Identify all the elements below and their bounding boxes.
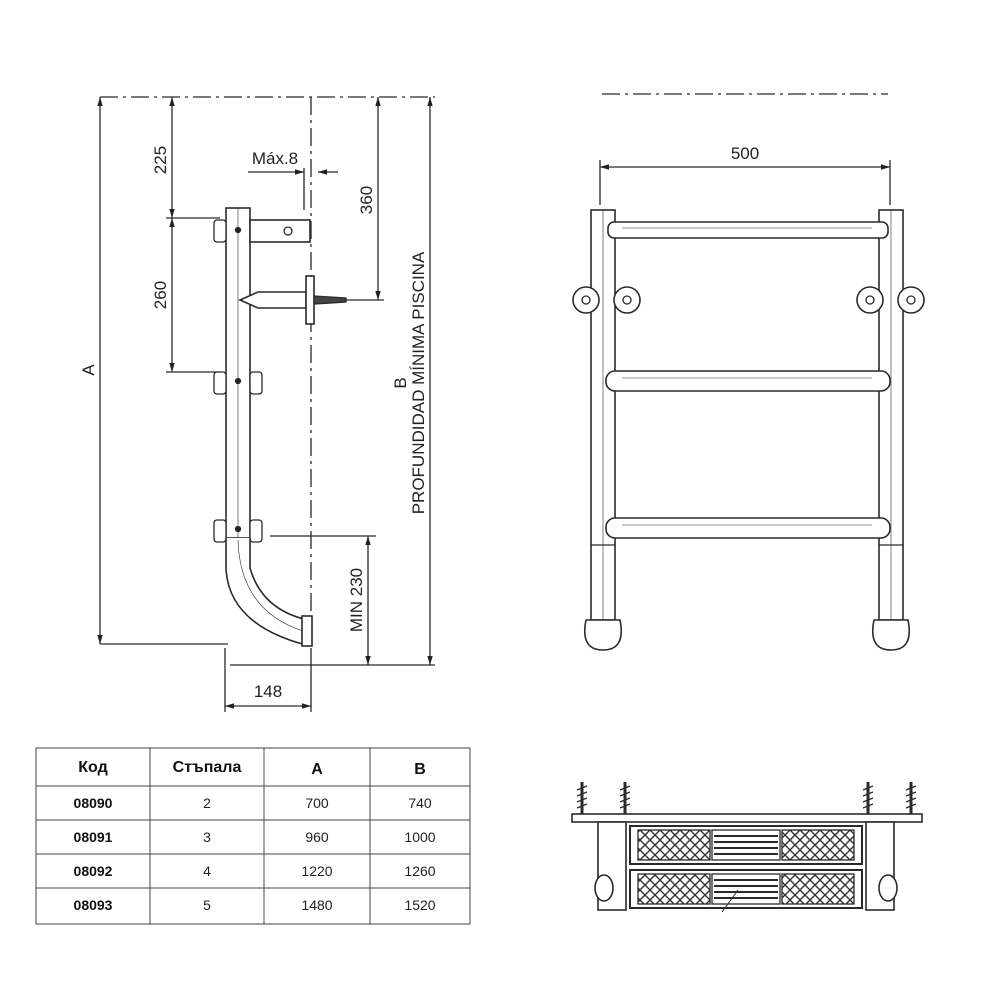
- bolt-icon: [905, 782, 917, 818]
- table-cell-b: 1520: [404, 897, 435, 913]
- table-cell-b: 740: [408, 795, 432, 811]
- table-row: 08092 4 1220 1260: [74, 863, 436, 879]
- table-header-code: Код: [78, 759, 107, 776]
- table-cell-steps: 5: [203, 897, 211, 913]
- table-header: Код Стъпала A B: [78, 759, 426, 778]
- side-view: [97, 96, 435, 712]
- bolt-icon: [619, 782, 631, 818]
- side-view-labels: 225 Máx.8 360 260 A B PROFUNDIDAD MÍNIMA…: [79, 146, 428, 701]
- spec-table: [35, 747, 471, 925]
- dim-260: 260: [151, 281, 170, 309]
- table-row: 08090 2 700 740: [74, 795, 432, 811]
- label-depth: PROFUNDIDAD MÍNIMA PISCINA: [409, 251, 428, 514]
- bolt-icon: [862, 782, 874, 818]
- table-header-steps: Стъпала: [173, 759, 242, 776]
- table-header-a: A: [311, 761, 323, 778]
- front-view: [572, 93, 925, 651]
- table-row: 08093 5 1480 1520: [74, 897, 436, 913]
- table-cell-code: 08092: [74, 863, 113, 879]
- table-cell-steps: 4: [203, 863, 211, 879]
- table-header-b: B: [414, 761, 426, 778]
- table-cell-a: 960: [305, 829, 329, 845]
- dim-225: 225: [151, 146, 170, 174]
- dim-min230: MIN 230: [347, 568, 366, 632]
- table-cell-code: 08090: [74, 795, 113, 811]
- dim-b: B: [391, 377, 410, 388]
- table-cell-steps: 3: [203, 829, 211, 845]
- table-cell-a: 700: [305, 795, 329, 811]
- dim-a: A: [79, 364, 98, 376]
- dim-500: 500: [731, 144, 759, 163]
- dim-148: 148: [254, 682, 282, 701]
- table-cell-a: 1220: [301, 863, 332, 879]
- table-row: 08091 3 960 1000: [74, 829, 436, 845]
- table-cell-code: 08091: [74, 829, 113, 845]
- table-cell-code: 08093: [74, 897, 113, 913]
- table-cell-b: 1260: [404, 863, 435, 879]
- table-cell-a: 1480: [301, 897, 332, 913]
- table-cell-steps: 2: [203, 795, 211, 811]
- table-cell-b: 1000: [404, 829, 435, 845]
- bolt-icon: [576, 782, 588, 818]
- dim-360: 360: [357, 186, 376, 214]
- top-view: [571, 782, 923, 913]
- dim-max8: Máx.8: [252, 149, 298, 168]
